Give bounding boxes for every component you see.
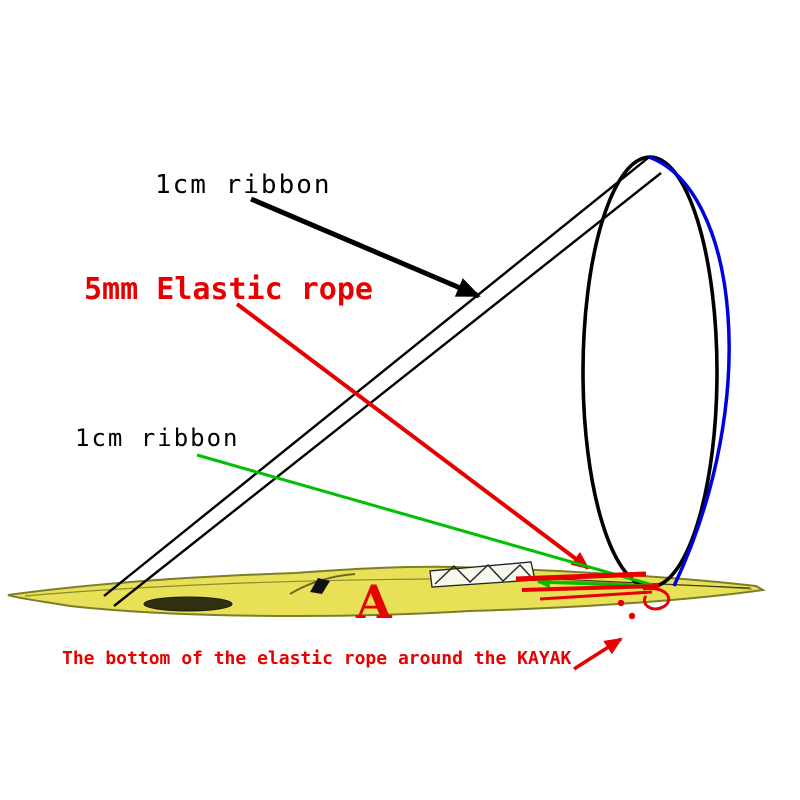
hoop-highlight-arc — [648, 155, 731, 587]
ribbon-label-mid: 1cm ribbon — [75, 424, 240, 452]
ribbon-arrow — [250, 196, 481, 299]
ribbon-label-top: 1cm ribbon — [155, 170, 332, 200]
cockpit-brace — [310, 578, 330, 594]
elastic-rope-label: 5mm Elastic rope — [84, 272, 373, 307]
deck-rigging-band — [429, 561, 536, 588]
point-a-label: A — [355, 575, 393, 629]
hoop-ellipse — [581, 155, 719, 589]
rope-dot — [628, 612, 636, 620]
ribbon-line-upper — [103, 157, 649, 597]
rope-wrap-loop — [642, 586, 671, 611]
kayak-hatch — [143, 596, 233, 612]
rope-dot — [617, 599, 625, 607]
deck-rigging-zigzag — [434, 564, 533, 585]
ribbon-pointer-line — [196, 453, 657, 588]
elastic-rope-arrow — [235, 302, 590, 570]
ribbon-line-lower — [113, 172, 662, 607]
rope-wrap-line — [539, 590, 653, 601]
bottom-caption: The bottom of the elastic rope around th… — [62, 648, 571, 669]
rope-wrap-line — [515, 571, 647, 582]
rope-wrap-line — [521, 584, 660, 592]
caption-arrow — [573, 637, 623, 671]
